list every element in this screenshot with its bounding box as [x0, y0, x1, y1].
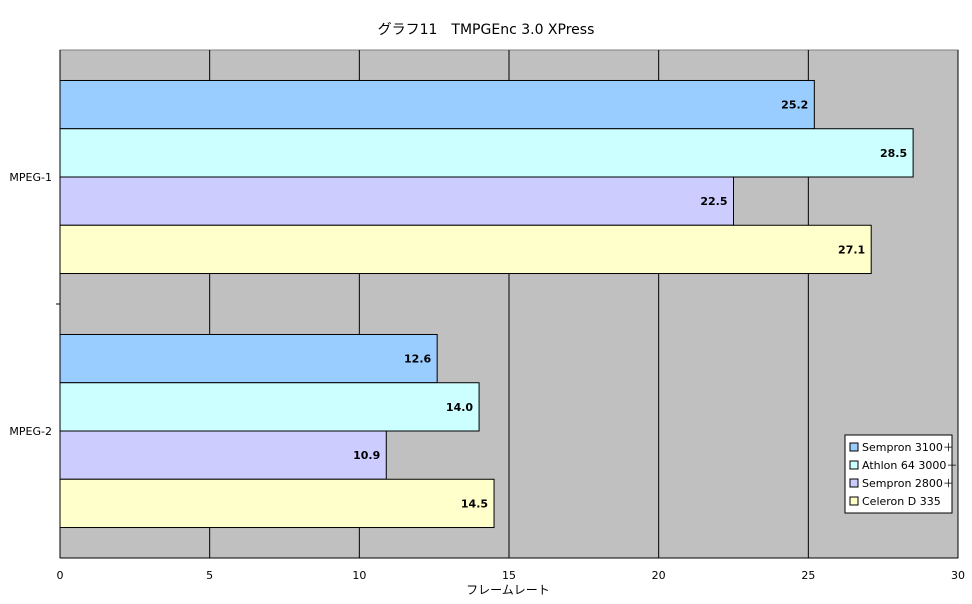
legend: Sempron 3100＋ Athlon 64 3000＋ Sempron 2800… [844, 434, 957, 514]
bar-mpeg-2-series-0 [59, 333, 438, 384]
bar-mpeg-2-series-2 [59, 430, 387, 480]
data-label: 27.1 [838, 243, 865, 256]
bar-mpeg-2-series-3 [59, 478, 495, 529]
x-tick-label: 20 [652, 569, 666, 582]
x-axis-label: フレームレート [466, 583, 550, 597]
bar-mpeg-1-series-2 [59, 176, 734, 226]
bar-mpeg-1-series-0 [59, 79, 815, 130]
data-label: 12.6 [404, 353, 431, 366]
data-label: 14.5 [461, 497, 488, 510]
x-tick-label: 15 [502, 569, 516, 582]
legend-entry: Celeron D 335 [862, 495, 941, 508]
x-tick-label: 30 [951, 569, 965, 582]
bar-mpeg-1-series-3 [59, 224, 872, 275]
bar-mpeg-1-series-1 [59, 128, 914, 178]
y-category-label: MPEG-2 [9, 425, 52, 438]
data-label: 10.9 [353, 449, 380, 462]
y-category-label: MPEG-1 [9, 171, 52, 184]
x-tick-label: 10 [352, 569, 366, 582]
x-tick-label: 25 [801, 569, 815, 582]
legend-entry: Sempron 2800＋ [862, 477, 954, 490]
chart-title: グラフ11 TMPGEnc 3.0 XPress [378, 22, 595, 38]
legend-entry: Athlon 64 3000＋ [862, 459, 957, 472]
legend-swatch [849, 478, 859, 488]
legend-entry: Sempron 3100＋ [862, 441, 954, 454]
data-label: 14.0 [446, 401, 473, 414]
x-tick-label: 5 [206, 569, 213, 582]
data-label: 25.2 [781, 99, 808, 112]
x-tick-label: 0 [57, 569, 64, 582]
bars: 25.2 28.5 22.5 27.1 12.6 14.0 10.9 14.5 [59, 79, 914, 529]
data-label: 22.5 [700, 195, 727, 208]
legend-swatch [849, 496, 859, 506]
bar-mpeg-2-series-1 [59, 382, 480, 432]
legend-swatch [849, 442, 859, 452]
legend-swatch [849, 460, 859, 470]
legend-box [844, 434, 953, 514]
data-label: 28.5 [880, 147, 907, 160]
